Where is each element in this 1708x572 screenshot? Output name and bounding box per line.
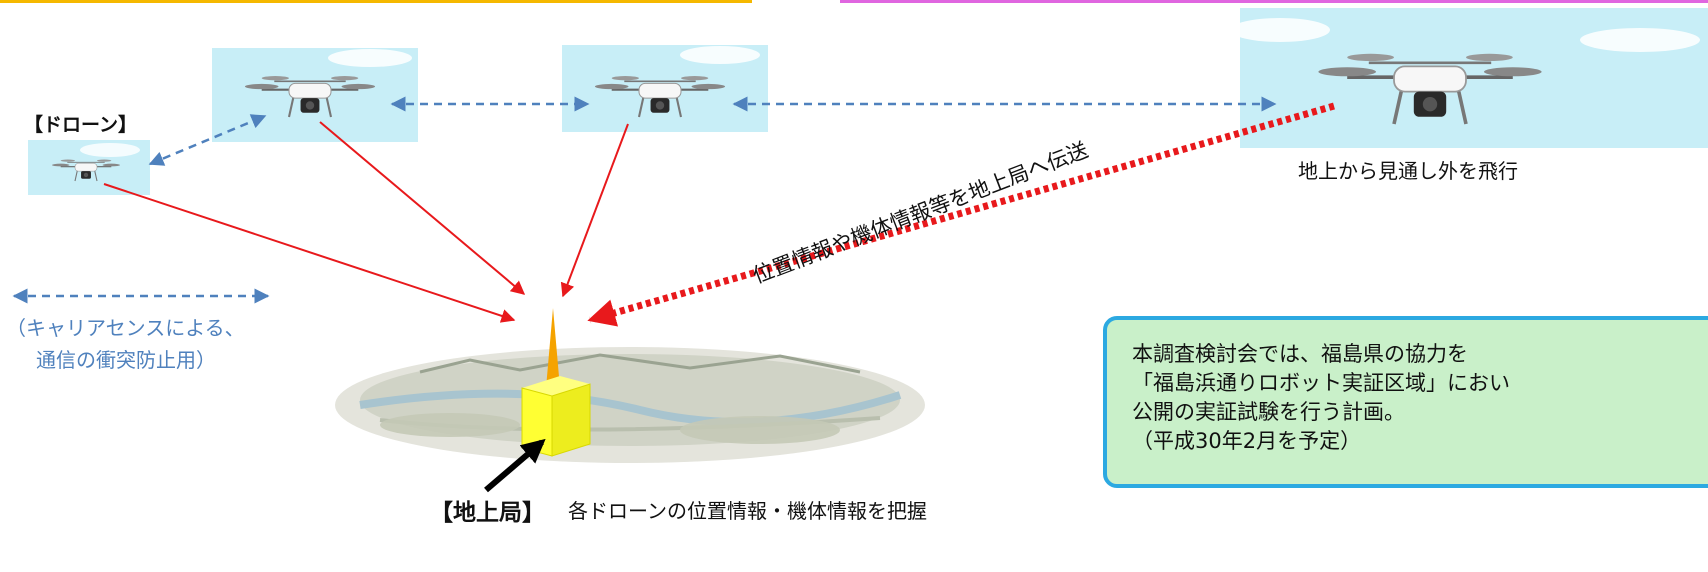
downlink-drone-1: [103, 183, 516, 323]
note-line: 公開の実証試験を行う計画。: [1132, 400, 1405, 424]
downlink-drone-3: [560, 123, 629, 298]
drone-label: 【ドローン】: [24, 114, 138, 136]
carrier-sense-caption-line1: （キャリアセンスによる、: [6, 316, 245, 340]
downlink-drone-2: [319, 121, 526, 295]
note-line: 本調査検討会では、福島県の協力を: [1132, 342, 1468, 366]
drone-small-left: [28, 140, 150, 195]
drone-2: [212, 48, 418, 142]
carrier-sense-link-1: [148, 114, 267, 166]
city-landscape-icon: [335, 347, 925, 463]
ground-station-title: 【地上局】: [430, 500, 545, 526]
note-line: 「福島浜通りロボット実証区域」におい: [1132, 371, 1510, 395]
note-line: （平成30年2月を予定）: [1132, 429, 1362, 453]
carrier-sense-caption-line2: 通信の衝突防止用）: [36, 348, 216, 372]
header-divider-left: [0, 0, 752, 3]
downlink-beyond-visual: [587, 102, 1335, 327]
drone-3: [562, 45, 768, 132]
beyond-visual-caption: 地上から見通し外を飛行: [1298, 159, 1518, 183]
header-divider-right: [840, 0, 1708, 3]
drone-right: [1230, 8, 1708, 148]
ground-station-description: 各ドローンの位置情報・機体情報を把握: [568, 499, 927, 523]
plan-note-box: 本調査検討会では、福島県の協力を 「福島浜通りロボット実証区域」におい 公開の実…: [1103, 316, 1708, 488]
ground-station-pointer: [484, 438, 546, 493]
